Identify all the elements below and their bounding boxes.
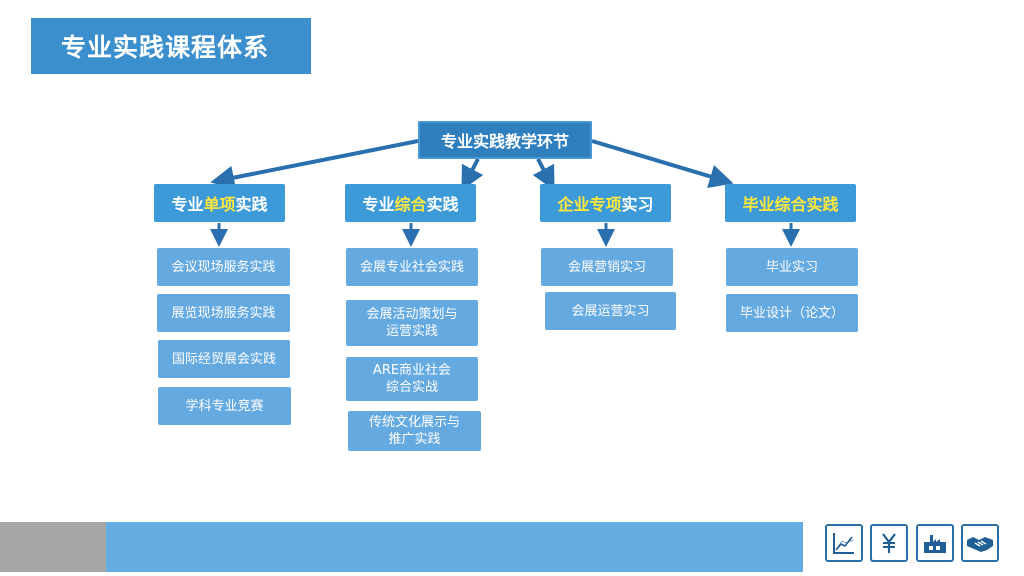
item-social-practice: 会展专业社会实践 — [346, 248, 478, 286]
category-graduation-practice: 毕业综合实践 — [725, 184, 856, 222]
item-competition: 学科专业竞赛 — [158, 387, 291, 425]
item-culture-display: 传统文化展示与 推广实践 — [348, 411, 481, 451]
category-post: 实习 — [621, 195, 654, 214]
handshake-icon[interactable] — [961, 524, 999, 562]
category-highlight: 综合 — [394, 195, 427, 214]
page-title: 专业实践课程体系 — [31, 18, 311, 74]
category-enterprise-internship: 企业专项实习 — [540, 184, 671, 222]
item-operations-internship: 会展运营实习 — [545, 292, 676, 330]
category-highlight: 企业专项 — [557, 195, 622, 214]
item-graduation-internship: 毕业实习 — [726, 248, 858, 286]
category-single-practice: 专业单项实践 — [154, 184, 285, 222]
item-graduation-thesis: 毕业设计（论文） — [726, 294, 858, 332]
yuan-icon[interactable] — [870, 524, 908, 562]
category-comprehensive-practice: 专业综合实践 — [345, 184, 476, 222]
item-event-planning: 会展活动策划与 运营实践 — [346, 300, 478, 346]
item-are-combat: ARE商业社会 综合实战 — [346, 357, 478, 401]
item-marketing-internship: 会展营销实习 — [541, 248, 673, 286]
item-meeting-onsite: 会议现场服务实践 — [157, 248, 290, 286]
item-exhibition-onsite: 展览现场服务实践 — [157, 294, 290, 332]
footer-blue-bar — [106, 522, 803, 572]
line-chart-icon[interactable] — [825, 524, 863, 562]
category-post: 实践 — [426, 195, 459, 214]
item-trade-fair: 国际经贸展会实践 — [158, 340, 290, 378]
category-highlight: 单项 — [203, 195, 236, 214]
footer-gray-bar — [0, 522, 106, 572]
factory-icon[interactable] — [916, 524, 954, 562]
category-highlight: 毕业综合实践 — [742, 195, 839, 214]
category-post: 实践 — [235, 195, 268, 214]
category-pre: 专业 — [362, 195, 395, 214]
root-node: 专业实践教学环节 — [418, 121, 592, 159]
category-pre: 专业 — [171, 195, 204, 214]
